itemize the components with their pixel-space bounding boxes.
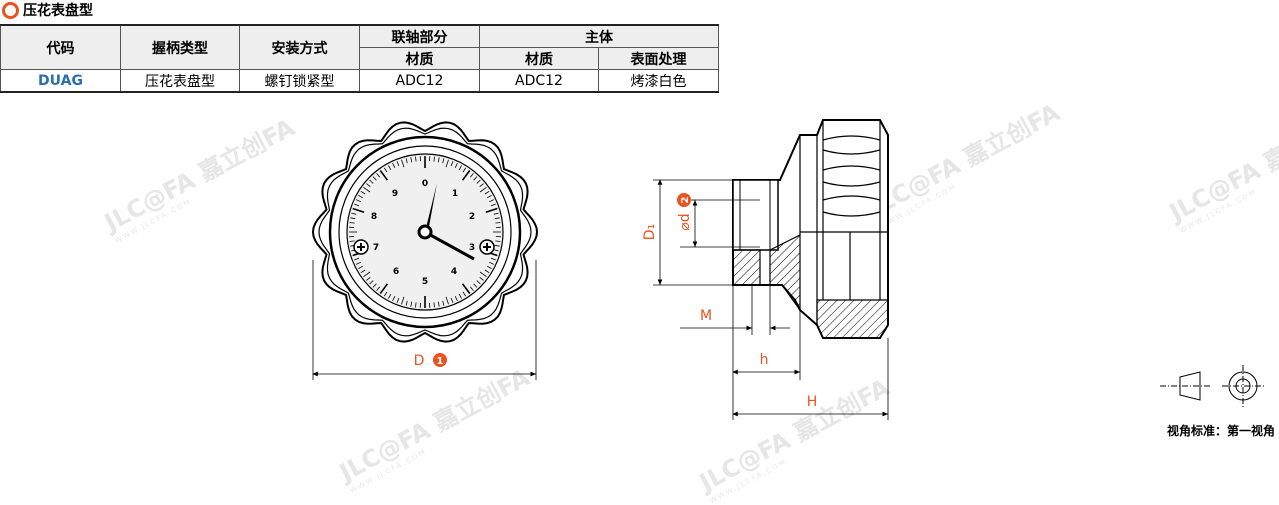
dial-number-2: 2 <box>469 212 475 222</box>
dial-number-3: 3 <box>469 243 475 253</box>
dial-hub <box>419 226 431 238</box>
first-angle-projection-icon <box>1160 365 1264 407</box>
screw-icon <box>480 240 494 254</box>
dim-M-label: M <box>700 308 712 324</box>
dim-D-badge-text: 1 <box>437 356 444 367</box>
dim-d-label: ⌀d <box>677 213 693 230</box>
front-view: 0 1 2 3 4 5 6 7 8 9 D <box>313 122 537 380</box>
screw-icon <box>354 240 368 254</box>
dial-number-8: 8 <box>371 212 377 222</box>
dim-D-label: D <box>414 353 425 369</box>
dial-number-9: 9 <box>392 189 398 199</box>
dim-D1-label: D₁ <box>642 224 658 240</box>
dial-number-4: 4 <box>451 267 457 277</box>
dial-number-6: 6 <box>393 267 399 277</box>
technical-drawing: 0 1 2 3 4 5 6 7 8 9 D <box>0 0 1279 442</box>
dim-H-label: H <box>807 394 818 410</box>
dial-number-0: 0 <box>422 179 428 189</box>
side-view: ⌀d 2 D₁ M h H <box>642 120 888 420</box>
dim-h-label: h <box>760 352 769 368</box>
dim-d-badge-text: 2 <box>680 196 691 203</box>
projection-label: 视角标准：第一视角 <box>1167 422 1275 439</box>
dial-number-1: 1 <box>452 189 458 199</box>
section-hatch <box>733 250 760 285</box>
section-hatch <box>817 300 888 338</box>
dial-number-5: 5 <box>422 277 428 287</box>
dial-number-7: 7 <box>373 243 379 253</box>
